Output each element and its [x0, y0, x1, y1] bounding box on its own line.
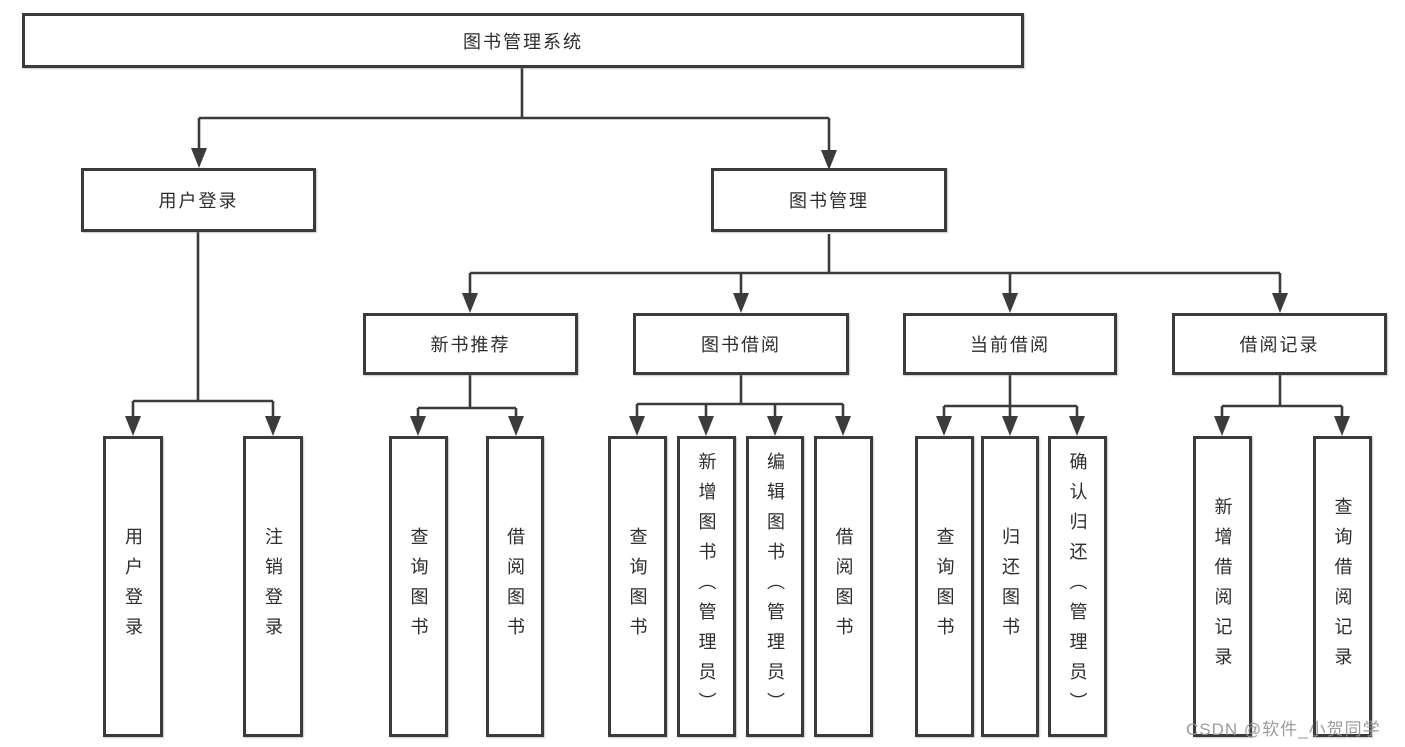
- leaf-logout: 注销登录: [243, 436, 303, 737]
- leaf-return-books: 归还图书: [981, 436, 1039, 737]
- leaf-add-borrow-record: 新增借阅记录: [1193, 436, 1252, 737]
- leaf-add-books-admin: 新增图书（管理员）: [677, 436, 736, 737]
- node-new-book-recommend: 新书推荐: [363, 313, 578, 375]
- node-user-login: 用户登录: [81, 168, 316, 232]
- leaf-confirm-return-admin: 确认归还（管理员）: [1048, 436, 1107, 737]
- csdn-watermark: CSDN @软件_小贺同学: [1186, 720, 1381, 739]
- node-borrowing-records: 借阅记录: [1172, 313, 1387, 375]
- leaf-borrow-books-recommend: 借阅图书: [486, 436, 544, 737]
- leaf-query-books-borrowing: 查询图书: [608, 436, 667, 737]
- node-root-system: 图书管理系统: [22, 13, 1024, 68]
- leaf-borrow-books: 借阅图书: [814, 436, 873, 737]
- leaf-query-books-recommend: 查询图书: [389, 436, 448, 737]
- node-book-borrowing: 图书借阅: [633, 313, 849, 375]
- leaf-query-borrow-record: 查询借阅记录: [1313, 436, 1372, 737]
- node-current-borrowing: 当前借阅: [903, 313, 1117, 375]
- node-book-management: 图书管理: [711, 168, 947, 232]
- leaf-user-login: 用户登录: [103, 436, 163, 737]
- leaf-edit-books-admin: 编辑图书（管理员）: [746, 436, 804, 737]
- leaf-query-books-current: 查询图书: [915, 436, 974, 737]
